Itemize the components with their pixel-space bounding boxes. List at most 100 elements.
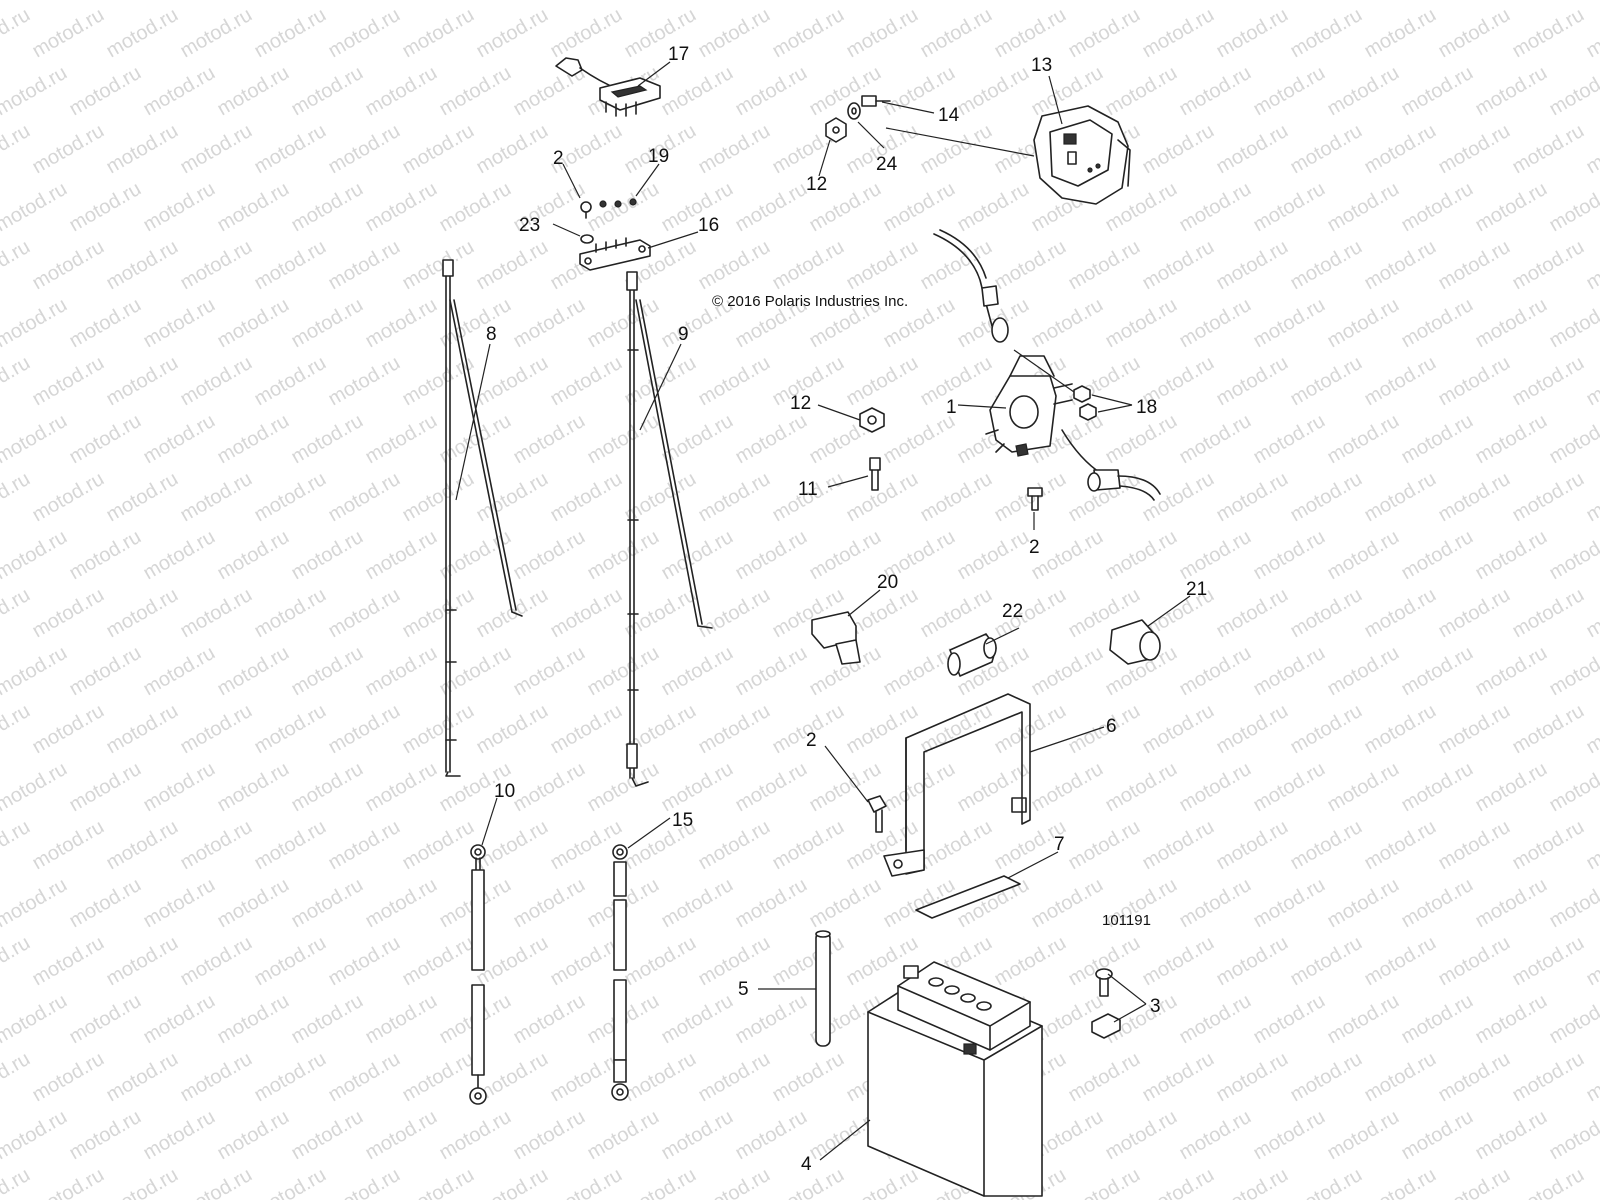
watermark-text: motod.ru bbox=[0, 4, 34, 63]
watermark-text: motod.ru bbox=[1509, 4, 1588, 63]
callout-10: 10 bbox=[494, 781, 515, 802]
watermark-text: motod.ru bbox=[1139, 816, 1218, 875]
watermark-text: motod.ru bbox=[288, 526, 367, 585]
watermark-text: motod.ru bbox=[1250, 758, 1329, 817]
watermark-text: motod.ru bbox=[584, 178, 663, 237]
watermark-text: motod.ru bbox=[1361, 932, 1440, 991]
watermark-text: motod.ru bbox=[769, 932, 848, 991]
watermark-text: motod.ru bbox=[29, 932, 108, 991]
watermark-text: motod.ru bbox=[1065, 1048, 1144, 1107]
watermark-text: motod.ru bbox=[1435, 236, 1514, 295]
watermark-text: motod.ru bbox=[140, 0, 219, 4]
watermark-text: motod.ru bbox=[0, 932, 34, 991]
watermark-text: motod.ru bbox=[1213, 352, 1292, 411]
watermark-text: motod.ru bbox=[399, 468, 478, 527]
watermark-text: motod.ru bbox=[1583, 352, 1600, 411]
watermark-text: motod.ru bbox=[288, 1106, 367, 1165]
watermark-text: motod.ru bbox=[0, 120, 34, 179]
watermark-text: motod.ru bbox=[1509, 816, 1588, 875]
watermark-text: motod.ru bbox=[732, 62, 811, 121]
watermark-text: motod.ru bbox=[140, 178, 219, 237]
callout-4: 4 bbox=[801, 1154, 812, 1175]
watermark-text: motod.ru bbox=[510, 294, 589, 353]
watermark-text: motod.ru bbox=[510, 526, 589, 585]
part-12-14-24-hardware bbox=[825, 95, 891, 143]
watermark-text: motod.ru bbox=[843, 352, 922, 411]
watermark-text: motod.ru bbox=[1361, 584, 1440, 643]
watermark-text: motod.ru bbox=[399, 1048, 478, 1107]
watermark-text: motod.ru bbox=[288, 410, 367, 469]
watermark-text: motod.ru bbox=[806, 0, 885, 4]
watermark-text: motod.ru bbox=[1398, 990, 1477, 1049]
watermark-text: motod.ru bbox=[1213, 700, 1292, 759]
watermark-text: motod.ru bbox=[1065, 700, 1144, 759]
watermark-text: motod.ru bbox=[0, 642, 71, 701]
watermark-text: motod.ru bbox=[1102, 526, 1181, 585]
watermark-text: motod.ru bbox=[0, 816, 34, 875]
watermark-text: motod.ru bbox=[1546, 294, 1600, 353]
watermark-text: motod.ru bbox=[917, 584, 996, 643]
watermark-text: motod.ru bbox=[584, 0, 663, 4]
watermark-text: motod.ru bbox=[1583, 4, 1600, 63]
watermark-text: motod.ru bbox=[547, 700, 626, 759]
part-4-battery bbox=[867, 961, 1043, 1197]
watermark-text: motod.ru bbox=[1472, 410, 1551, 469]
watermark-text: motod.ru bbox=[1472, 0, 1551, 4]
watermark-text: motod.ru bbox=[29, 468, 108, 527]
callout-15: 15 bbox=[672, 810, 693, 831]
watermark-text: motod.ru bbox=[362, 0, 441, 4]
watermark-text: motod.ru bbox=[66, 410, 145, 469]
watermark-text: motod.ru bbox=[843, 1164, 922, 1200]
watermark-text: motod.ru bbox=[362, 758, 441, 817]
watermark-text: motod.ru bbox=[769, 236, 848, 295]
watermark-text: motod.ru bbox=[0, 874, 71, 933]
watermark-text: motod.ru bbox=[325, 468, 404, 527]
watermark-text: motod.ru bbox=[325, 700, 404, 759]
watermark-text: motod.ru bbox=[1435, 1048, 1514, 1107]
watermark-text: motod.ru bbox=[362, 62, 441, 121]
watermark-text: motod.ru bbox=[1324, 178, 1403, 237]
watermark-text: motod.ru bbox=[1398, 874, 1477, 933]
callout-11: 11 bbox=[798, 479, 818, 500]
watermark-text: motod.ru bbox=[1583, 1048, 1600, 1107]
watermark-text: motod.ru bbox=[917, 4, 996, 63]
watermark-text: motod.ru bbox=[806, 62, 885, 121]
watermark-text: motod.ru bbox=[1509, 1164, 1588, 1200]
watermark-text: motod.ru bbox=[288, 178, 367, 237]
part-6-battery-strap bbox=[883, 693, 1031, 877]
watermark-text: motod.ru bbox=[436, 526, 515, 585]
watermark-text: motod.ru bbox=[0, 584, 34, 643]
drawing-number: 101191 bbox=[1102, 912, 1151, 929]
watermark-text: motod.ru bbox=[732, 758, 811, 817]
watermark-text: motod.ru bbox=[843, 700, 922, 759]
watermark-text: motod.ru bbox=[214, 990, 293, 1049]
watermark-text: motod.ru bbox=[1583, 236, 1600, 295]
watermark-text: motod.ru bbox=[1324, 526, 1403, 585]
part-1-solenoid bbox=[933, 229, 1073, 457]
watermark-text: motod.ru bbox=[1250, 0, 1329, 4]
watermark-text: motod.ru bbox=[362, 294, 441, 353]
watermark-text: motod.ru bbox=[1213, 932, 1292, 991]
copyright-notice: © 2016 Polaris Industries Inc. bbox=[712, 293, 908, 310]
watermark-text: motod.ru bbox=[954, 758, 1033, 817]
watermark-text: motod.ru bbox=[917, 236, 996, 295]
watermark-text: motod.ru bbox=[1546, 0, 1600, 4]
watermark-text: motod.ru bbox=[473, 1164, 552, 1200]
watermark-text: motod.ru bbox=[66, 178, 145, 237]
part-8-cable bbox=[442, 259, 523, 777]
watermark-text: motod.ru bbox=[436, 1106, 515, 1165]
watermark-text: motod.ru bbox=[621, 584, 700, 643]
watermark-text: motod.ru bbox=[1324, 642, 1403, 701]
callout-13: 13 bbox=[1031, 55, 1052, 76]
watermark-text: motod.ru bbox=[1065, 236, 1144, 295]
watermark-text: motod.ru bbox=[1139, 236, 1218, 295]
watermark-text: motod.ru bbox=[251, 584, 330, 643]
watermark-text: motod.ru bbox=[0, 700, 34, 759]
watermark-text: motod.ru bbox=[1583, 816, 1600, 875]
watermark-text: motod.ru bbox=[214, 62, 293, 121]
watermark-text: motod.ru bbox=[1509, 120, 1588, 179]
watermark-text: motod.ru bbox=[140, 62, 219, 121]
watermark-text: motod.ru bbox=[547, 4, 626, 63]
watermark-text: motod.ru bbox=[954, 62, 1033, 121]
watermark-text: motod.ru bbox=[1176, 0, 1255, 4]
